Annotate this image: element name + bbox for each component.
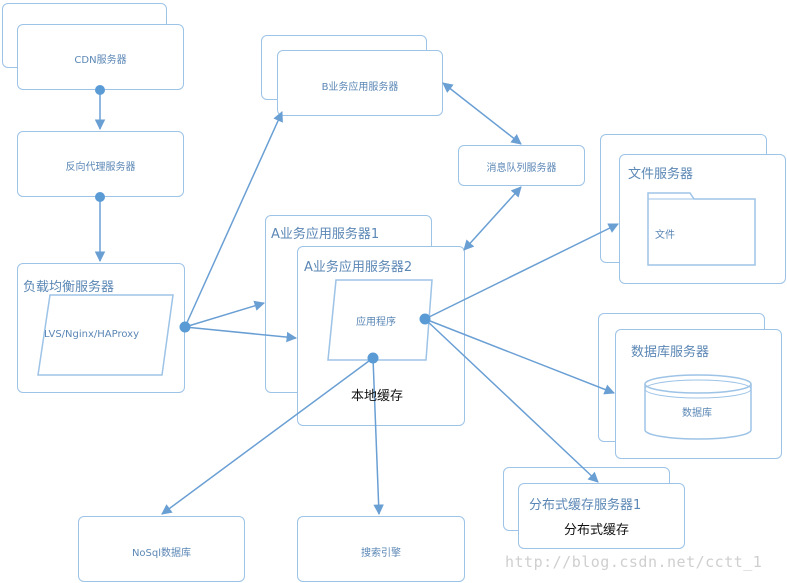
app-program-label: 应用程序 <box>356 317 396 328</box>
search-engine-box: 搜索引擎 <box>297 516 465 582</box>
app-a2-label: A业务应用服务器2 <box>304 260 413 275</box>
edge-lb-appa2 <box>184 326 298 343</box>
dot-lb <box>179 321 191 333</box>
edge-mq-appa <box>463 186 522 251</box>
edge-app-nosql <box>161 357 374 515</box>
app-program-shape <box>327 279 433 361</box>
mq-box: 消息队列服务器 <box>458 145 585 186</box>
mq-label: 消息队列服务器 <box>486 163 557 174</box>
app-b-label: B业务应用服务器 <box>321 82 399 93</box>
database-cylinder-icon <box>644 384 752 440</box>
watermark-text: http://blog.csdn.net/cctt_1 <box>505 553 763 571</box>
edge-app-dist-cache <box>424 318 599 483</box>
edge-appb-mq <box>442 82 522 145</box>
file-server-label: 文件服务器 <box>628 167 694 182</box>
reverse-proxy-label: 反向代理服务器 <box>65 162 136 173</box>
cdn-server-box: CDN服务器 <box>17 24 184 90</box>
edge-app-file <box>424 223 619 320</box>
dist-cache-box: 分布式缓存服务器1 分布式缓存 <box>518 483 685 549</box>
edge-app-search <box>372 357 384 516</box>
dist-cache-label: 分布式缓存 <box>564 523 630 538</box>
dot-proxy <box>95 192 105 202</box>
dist-cache-server-label: 分布式缓存服务器1 <box>529 498 642 513</box>
dot-app-bottom <box>367 352 379 364</box>
dot-app-right <box>419 313 431 325</box>
lb-software-shape <box>37 294 174 376</box>
nosql-box: NoSql数据库 <box>78 516 245 582</box>
db-server-label: 数据库服务器 <box>631 345 710 360</box>
local-cache-label: 本地缓存 <box>351 389 404 404</box>
app-a1-label: A业务应用服务器1 <box>271 227 380 242</box>
cdn-server-label: CDN服务器 <box>74 55 127 66</box>
lb-software-label: LVS/Nginx/HAProxy <box>44 329 140 340</box>
load-balancer-label: 负载均衡服务器 <box>23 280 115 295</box>
dot-cdn <box>95 85 105 95</box>
edge-app-db <box>424 318 615 395</box>
nosql-label: NoSql数据库 <box>131 548 192 559</box>
app-b-box: B业务应用服务器 <box>277 50 443 116</box>
search-engine-label: 搜索引擎 <box>361 548 401 559</box>
edge-lb-appa1 <box>184 300 266 328</box>
file-item-label: 文件 <box>655 230 675 241</box>
edge-lb-appb <box>184 111 283 328</box>
db-item-label: 数据库 <box>682 408 712 419</box>
